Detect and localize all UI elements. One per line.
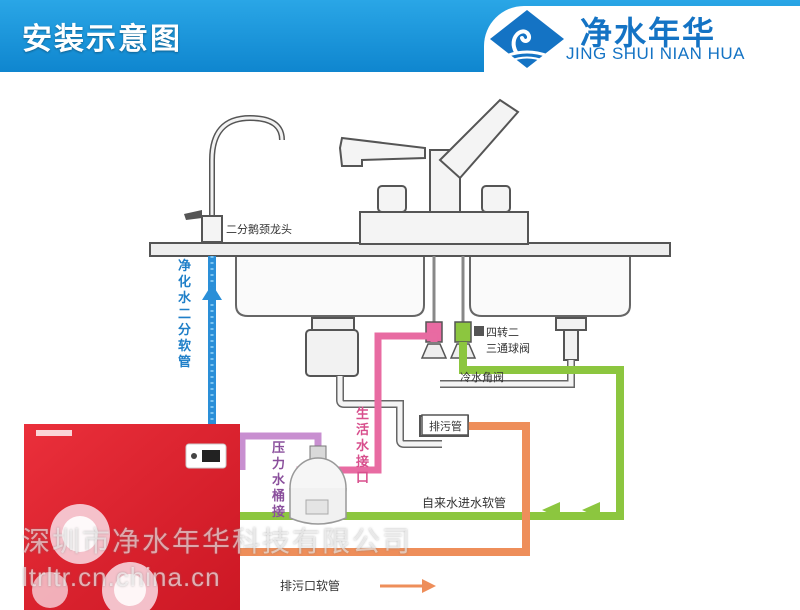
label-pure-water-hose: 净化水二分软管	[178, 258, 192, 370]
label-cold-angle-valve: 冷水角阀	[460, 370, 504, 384]
logo-chinese-name: 净水年华	[580, 14, 717, 52]
logo-english-name: JING SHUI NIAN HUA	[566, 44, 746, 63]
watermark-site: ltrltr.cn.china.cn	[22, 562, 221, 592]
tap-water-pipe	[240, 342, 624, 520]
drain-outlet-pipe	[240, 422, 530, 556]
page-title: 安装示意图	[22, 22, 182, 57]
watermark-company: 深圳市净水年华科技有限公司	[22, 525, 413, 558]
drain-pipe-inner	[337, 376, 442, 447]
label-pressure-tank: 压力水桶接	[271, 441, 286, 520]
pure-water-arrow-up-icon	[202, 284, 222, 300]
drain-arrow-right-icon	[422, 579, 436, 593]
kitchen-faucet	[338, 98, 529, 245]
gooseneck-faucet	[184, 114, 285, 243]
label-four-to-two: 四转二	[486, 325, 519, 339]
label-living-water-inlet: 生活水接口	[356, 406, 370, 486]
label-three-way-valve: 三通球阀	[486, 341, 530, 355]
swan-logo-icon	[490, 10, 564, 68]
label-tap-water-inlet-hose: 自来水进水软管	[422, 495, 506, 510]
tap-water-arrow-left-icon-2	[582, 502, 600, 518]
pressure-tank	[289, 445, 347, 525]
label-gooseneck-faucet: 二分鹅颈龙头	[226, 222, 292, 236]
tap-water-arrow-left-icon	[542, 502, 560, 518]
sink-drain-body	[305, 317, 587, 377]
faucet-supply-lines	[432, 256, 465, 322]
label-drain-pipe: 排污管	[429, 419, 462, 433]
sink-basins	[235, 255, 631, 317]
label-drain-outlet-hose: 排污口软管	[280, 578, 340, 593]
ro-purifier-unit	[24, 424, 240, 610]
drain-pipe-label-box	[421, 414, 469, 436]
